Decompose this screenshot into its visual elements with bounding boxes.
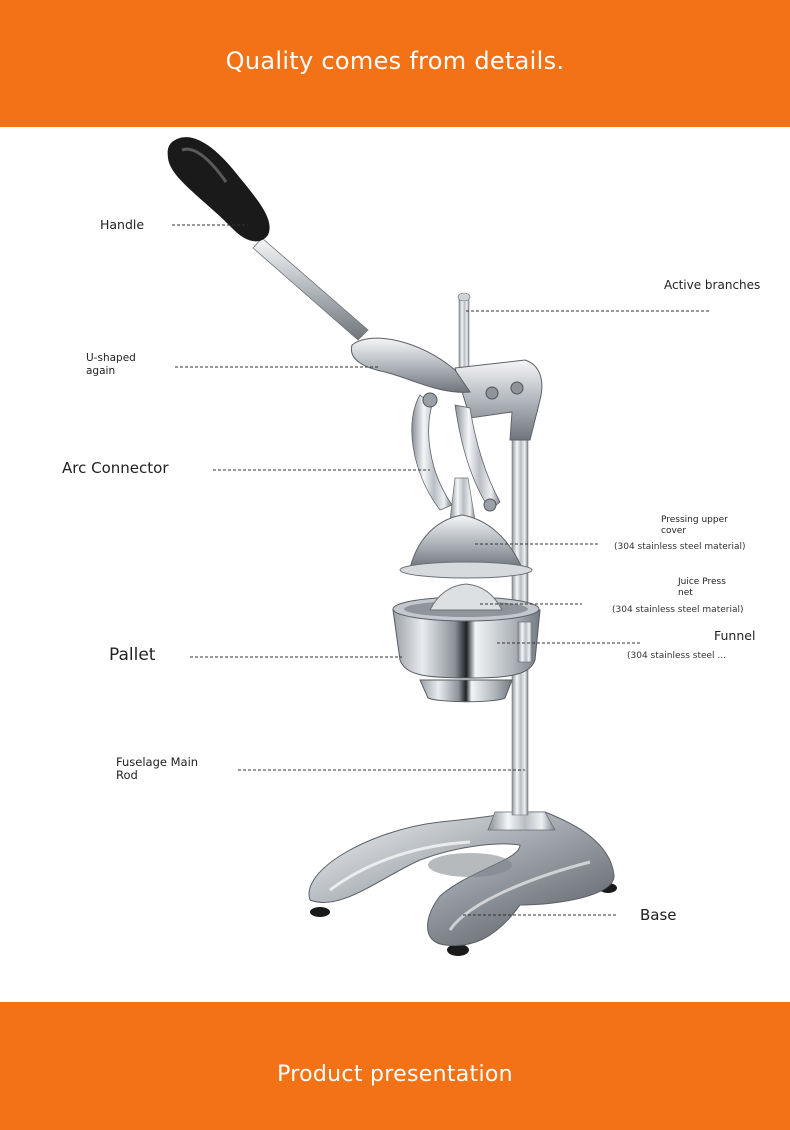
- label-u-shaped-line2: again: [86, 365, 116, 377]
- label-juice-press-line1: Juice Press: [678, 577, 726, 587]
- note-funnel-material: (304 stainless steel ...: [627, 651, 726, 661]
- label-fuselage-line2: Rod: [116, 768, 138, 782]
- handle-lever: [252, 237, 471, 393]
- label-base: Base: [640, 906, 677, 924]
- label-pressing-line2: cover: [661, 526, 687, 536]
- banner-title-bottom: Product presentation: [277, 1061, 513, 1087]
- label-juice-press-line2: net: [678, 588, 693, 598]
- active-branch: [457, 292, 471, 379]
- label-juice-press-net: Juice Press net: [678, 577, 726, 599]
- leader-lines: [172, 224, 710, 916]
- label-fuselage-line1: Fuselage Main: [116, 755, 199, 769]
- top-banner: Quality comes from details.: [0, 0, 790, 127]
- arc-connector: [411, 392, 501, 512]
- top-bracket: [454, 359, 543, 441]
- bottom-banner: Product presentation: [0, 1002, 790, 1130]
- label-active-branches: Active branches: [664, 278, 761, 292]
- label-pressing-line1: Pressing upper: [661, 515, 728, 525]
- note-juice-press-material: (304 stainless steel material): [612, 605, 744, 615]
- label-pallet: Pallet: [109, 645, 156, 665]
- label-arc-connector: Arc Connector: [62, 459, 169, 477]
- handle-grip: [167, 137, 270, 242]
- banner-title: Quality comes from details.: [225, 47, 565, 75]
- label-fuselage-main-rod: Fuselage Main Rod: [116, 756, 198, 782]
- pressing-cover: [399, 477, 533, 579]
- note-pressing-material: (304 stainless steel material): [614, 542, 746, 552]
- label-u-shaped: U-shaped again: [86, 352, 136, 378]
- label-handle: Handle: [100, 217, 145, 232]
- base: [308, 811, 617, 956]
- label-pressing-upper-cover: Pressing upper cover: [661, 515, 728, 537]
- label-funnel: Funnel: [714, 628, 756, 643]
- label-u-shaped-line1: U-shaped: [86, 352, 136, 364]
- press-cup: [392, 583, 541, 703]
